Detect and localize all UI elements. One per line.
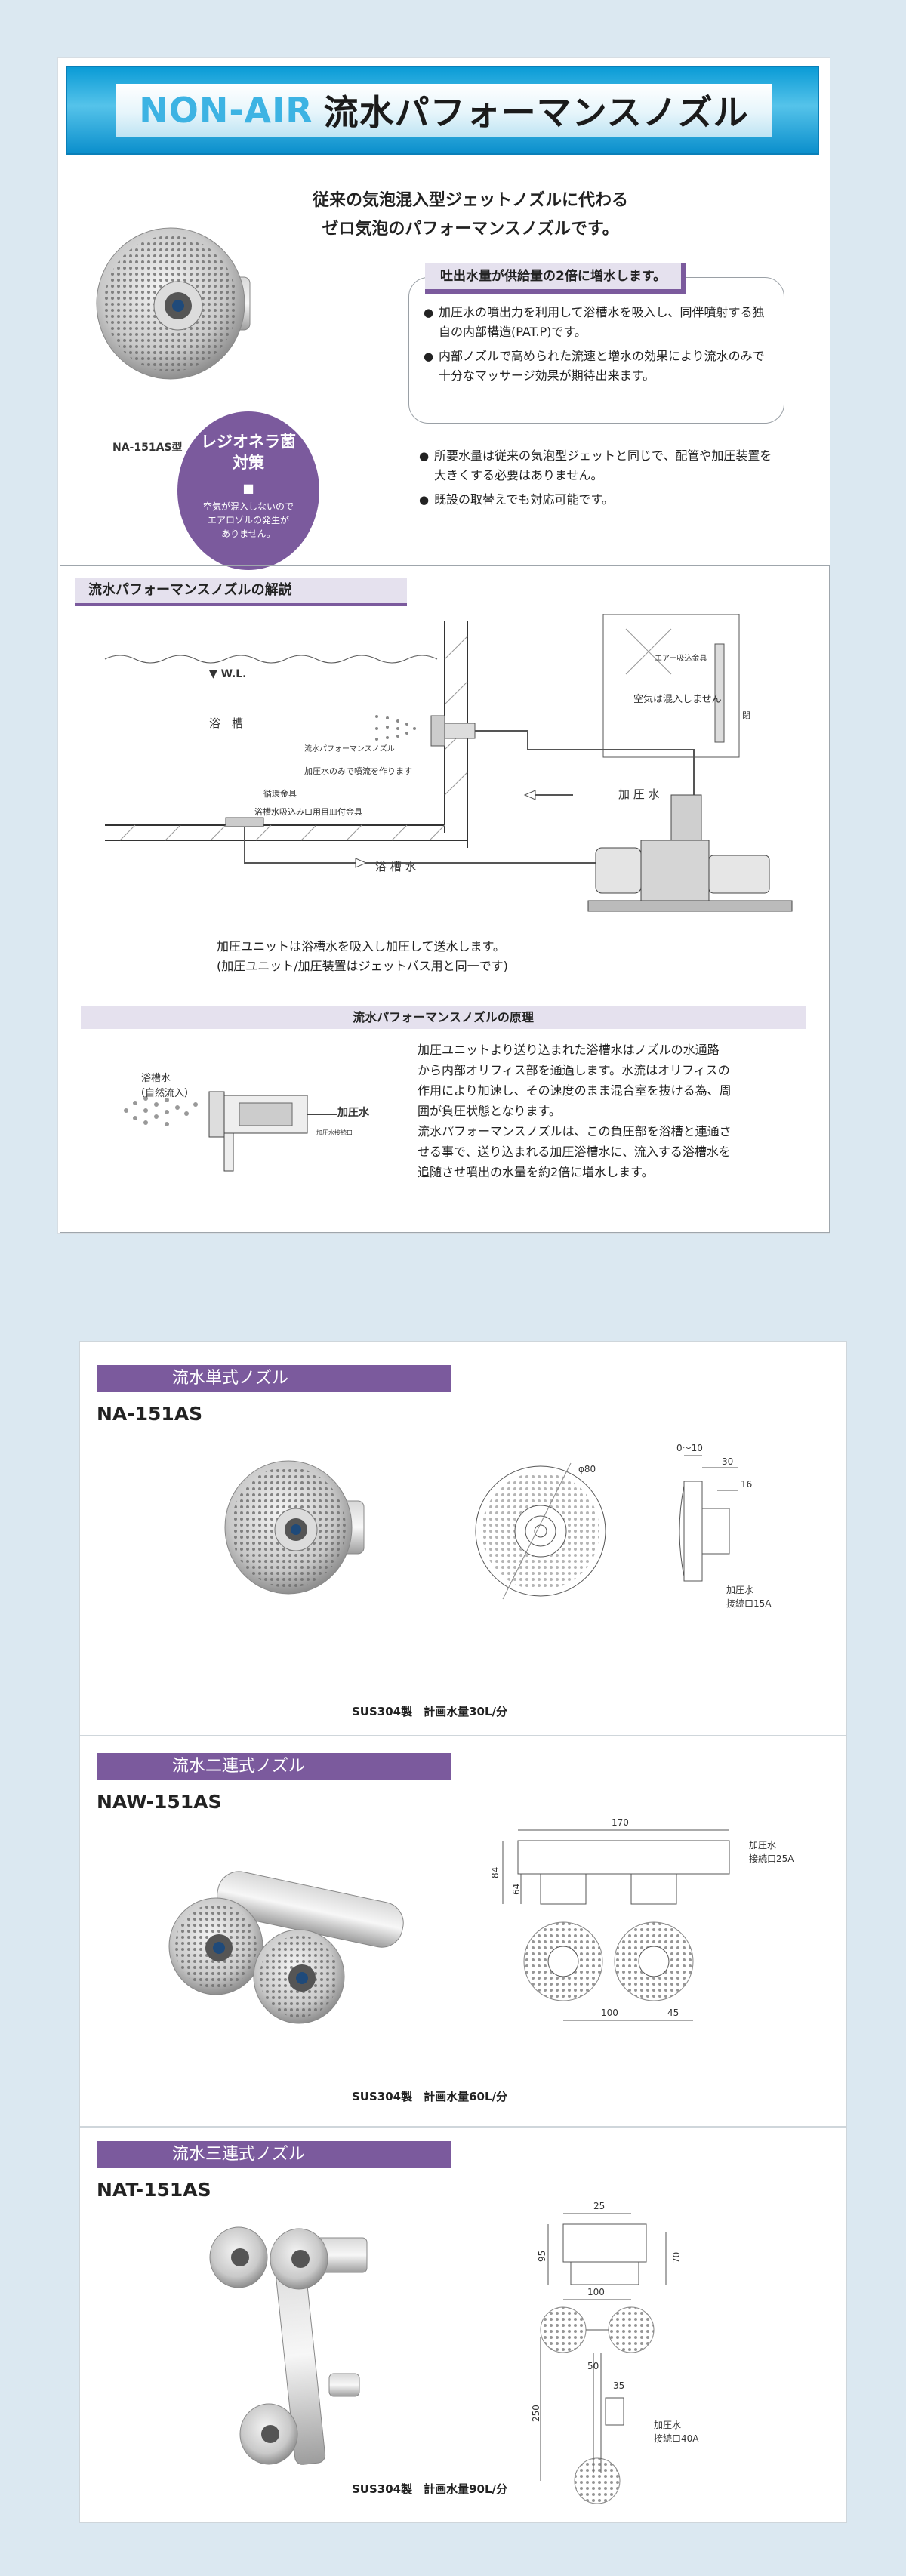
legionella-title: 対策 xyxy=(233,454,264,472)
divider xyxy=(80,2126,846,2128)
explanation-heading: 流水パフォーマンスノズルの解説 xyxy=(75,578,407,606)
fitting-label: 循環金具 xyxy=(263,789,297,799)
dim-95: 95 xyxy=(537,2251,547,2262)
unit-note-line: 加圧ユニットは浴槽水を吸入し加圧して送水します。 xyxy=(217,939,505,954)
dim-250: 250 xyxy=(531,2405,541,2422)
dim-170: 170 xyxy=(612,1818,629,1828)
unit-note: 加圧ユニットは浴槽水を吸入し加圧して送水します。 (加圧ユニット/加圧装置はジェ… xyxy=(217,937,639,976)
bullet-item: 既設の取替えでも対応可能です。 xyxy=(419,490,774,510)
suction-fitting-label: 浴槽水吸込み口用目皿付金具 xyxy=(254,807,362,817)
water-level-label: ▼ W.L. xyxy=(209,668,247,680)
pressurized-water-label: 加 圧 水 xyxy=(618,787,660,801)
dim-phi: φ80 xyxy=(578,1464,596,1474)
principle-inlet: 加圧水接続口 xyxy=(316,1129,353,1136)
dim-70: 70 xyxy=(671,2252,682,2263)
legionella-note: エアロゾルの発生が xyxy=(207,515,289,525)
unit-note-line: (加圧ユニット/加圧装置はジェットバス用と同一です) xyxy=(217,959,508,973)
callout-bullets: 加圧水の噴出力を利用して浴槽水を吸入し、同伴噴射する独自の内部構造(PAT.P)… xyxy=(424,303,771,390)
nozzle-label: 流水パフォーマンスノズル xyxy=(304,745,395,753)
callout-tag: 吐出水量が供給量の2倍に増水します。 xyxy=(425,263,686,294)
legionella-title: レジオネラ菌 xyxy=(201,433,296,451)
title-banner: NON-AIR 流水パフォーマンスノズル xyxy=(66,66,819,155)
bath-system-diagram xyxy=(104,614,793,912)
bath-water-label: 浴 槽 水 xyxy=(375,860,417,874)
conn-label: 加圧水 xyxy=(654,2420,681,2430)
single-nozzle-drawing: φ80 0〜10 30 16 加圧水 接続口15A xyxy=(475,1443,772,1609)
nozzle-product-image xyxy=(96,227,251,380)
intro-line: 従来の気泡混入型ジェットノズルに代わる xyxy=(312,191,628,210)
principle-heading: 流水パフォーマンスノズルの原理 xyxy=(81,1006,806,1029)
product-heading: 流水三連式ノズル xyxy=(97,2141,451,2168)
dim-16: 16 xyxy=(741,1479,752,1490)
conn-size: 接続口40A xyxy=(654,2433,699,2444)
dim-100: 100 xyxy=(601,2007,618,2018)
product-model: NA-151AS xyxy=(97,1403,203,1425)
square-icon: ■ xyxy=(242,481,254,495)
banner-title-en: NON-AIR xyxy=(139,90,313,131)
double-nozzle-image xyxy=(168,1871,404,2024)
conn-label: 加圧水 xyxy=(726,1585,753,1595)
explanation-section xyxy=(60,565,830,1233)
dim-30: 30 xyxy=(722,1456,733,1467)
legionella-badge: レジオネラ菌 対策 ■ 空気が混入しないので エアロゾルの発生が ありません。 xyxy=(177,411,319,570)
conn-size: 接続口25A xyxy=(749,1853,794,1864)
conn-size: 接続口15A xyxy=(726,1598,772,1609)
principle-diagram xyxy=(124,1091,337,1172)
dim-84: 84 xyxy=(490,1867,501,1878)
product-model: NAW-151AS xyxy=(97,1791,222,1813)
product-spec: SUS304製 計画水量60L/分 xyxy=(352,2090,508,2103)
triple-nozzle-drawing: 25 95 70 100 50 35 250 加圧水 接続口40A xyxy=(531,2202,699,2504)
conn-label: 加圧水 xyxy=(749,1840,776,1850)
air-inlet-label: エアー吸込金具 xyxy=(655,655,707,663)
legionella-note: 空気が混入しないので xyxy=(202,501,294,512)
product-heading: 流水二連式ノズル xyxy=(97,1753,451,1780)
dim-35: 35 xyxy=(613,2380,624,2391)
banner-title-jp: 流水パフォーマンスノズル xyxy=(323,92,749,133)
intro-text: 従来の気泡混入型ジェットノズルに代わる ゼロ気泡のパフォーマンスノズルです。 xyxy=(236,186,704,244)
bullet-item: 内部ノズルで高められた流速と増水の効果により流水のみで十分なマッサージ効果が期待… xyxy=(424,347,771,386)
legionella-note: ありません。 xyxy=(221,528,276,539)
dim-gap: 0〜10 xyxy=(676,1443,703,1453)
banner-title: NON-AIR 流水パフォーマンスノズル xyxy=(116,84,772,137)
divider xyxy=(80,1735,846,1736)
principle-line: 追随させ噴出の水量を約2倍に増水します。 xyxy=(418,1165,654,1179)
product-caption: NA-151AS型 xyxy=(112,442,183,454)
principle-pressurized: 加圧水 xyxy=(337,1107,369,1119)
principle-line: せる事で、送り込まれる加圧浴槽水に、流入する浴槽水を xyxy=(418,1145,731,1159)
product-spec: SUS304製 計画水量30L/分 xyxy=(352,1705,508,1718)
feature-panel: NON-AIR 流水パフォーマンスノズル 従来の気泡混入型ジェットノズルに代わる… xyxy=(57,57,830,1234)
principle-line: から内部オリフィス部を通過します。水流はオリフィスの xyxy=(418,1063,730,1077)
product-lineup-panel: 流水単式ノズル NA-151AS φ80 0〜10 30 16 加圧水 接続口1… xyxy=(79,1341,847,2523)
no-air-label: 空気は混入しません xyxy=(633,694,722,705)
product-heading: 流水単式ノズル xyxy=(97,1365,451,1392)
triple-nozzle-image xyxy=(209,2226,368,2465)
principle-bath-water: 浴槽水 xyxy=(141,1073,171,1084)
intro-line: ゼロ気泡のパフォーマンスノズルです。 xyxy=(322,220,619,239)
product-spec: SUS304製 計画水量90L/分 xyxy=(352,2482,508,2496)
product-model: NAT-151AS xyxy=(97,2179,211,2201)
bullet-item: 所要水量は従来の気泡型ジェットと同じで、配管や加圧装置を大きくする必要はありませ… xyxy=(419,446,774,485)
dim-25: 25 xyxy=(593,2202,605,2211)
closed-label: 閉 xyxy=(742,710,750,720)
principle-line: 加圧ユニットより送り込まれた浴槽水はノズルの水通路 xyxy=(418,1043,720,1057)
dim-45: 45 xyxy=(667,2007,679,2018)
principle-line: 囲が負圧状態となります。 xyxy=(418,1104,561,1118)
bullet-item: 加圧水の噴出力を利用して浴槽水を吸入し、同伴噴射する独自の内部構造(PAT.P)… xyxy=(424,303,771,342)
jet-label: 加圧水のみで噴流を作ります xyxy=(304,766,412,776)
dim-100: 100 xyxy=(587,2287,605,2297)
bath-label: 浴 槽 xyxy=(209,716,244,730)
principle-line: 流水パフォーマンスノズルは、この負圧部を浴槽と連通さ xyxy=(418,1124,732,1139)
principle-paragraph: 加圧ユニットより送り込まれた浴槽水はノズルの水通路 から内部オリフィス部を通過し… xyxy=(418,1040,810,1182)
principle-natural: （自然流入） xyxy=(135,1088,195,1099)
double-nozzle-drawing: 170 84 64 100 45 加圧水 接続口25A xyxy=(490,1818,794,2021)
feature-bullets: 所要水量は従来の気泡型ジェットと同じで、配管や加圧装置を大きくする必要はありませ… xyxy=(419,446,774,514)
principle-line: 作用により加速し、その速度のまま混合室を抜ける為、周 xyxy=(418,1083,732,1098)
dim-64: 64 xyxy=(511,1884,522,1895)
single-nozzle-image xyxy=(224,1460,365,1595)
